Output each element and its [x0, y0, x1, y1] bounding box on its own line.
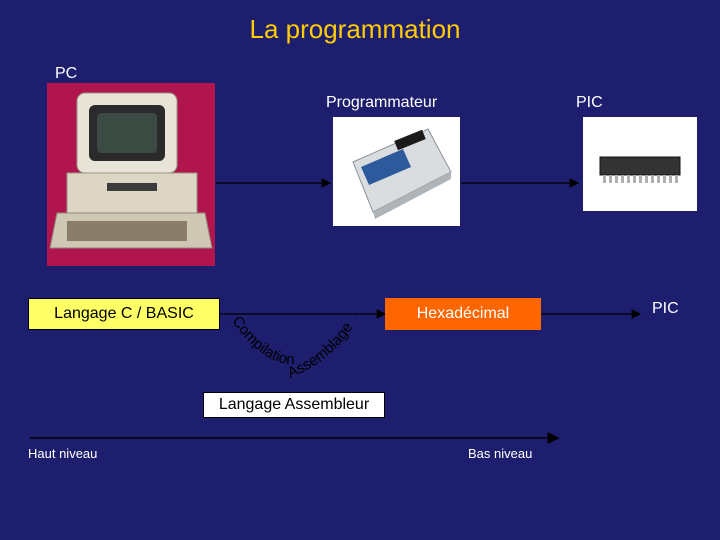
hex-label: Hexadécimal [417, 305, 509, 323]
hex-box: Hexadécimal [385, 298, 541, 330]
source-language-box: Langage C / BASIC [28, 298, 220, 330]
arc-label-assemblage: Assemblage [285, 319, 356, 381]
axis-label-high: Haut niveau [28, 446, 97, 461]
source-language-label: Langage C / BASIC [54, 305, 194, 323]
axis-label-low: Bas niveau [468, 446, 532, 461]
assembly-label: Langage Assembleur [219, 396, 369, 414]
assembly-box: Langage Assembleur [203, 392, 385, 418]
